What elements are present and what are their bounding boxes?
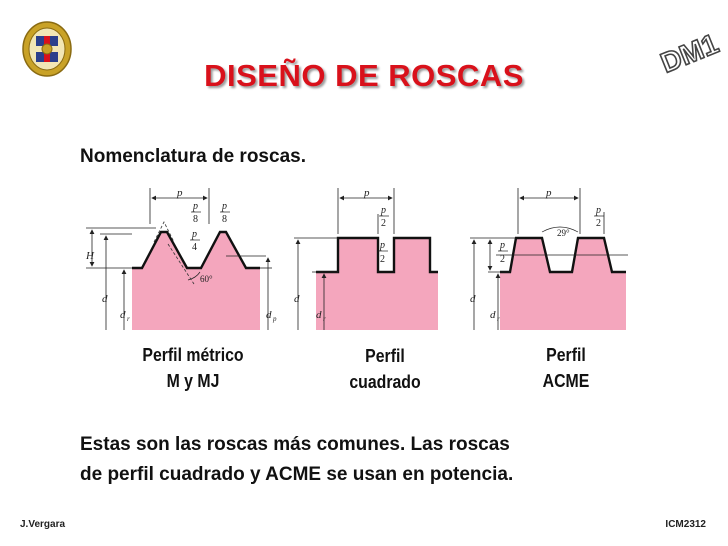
- metric-p8b-num: p: [192, 201, 198, 212]
- acme-pitch-label: p: [545, 187, 552, 199]
- metric-angle-label: 60°: [200, 274, 213, 284]
- metric-pitch-label: p: [176, 187, 183, 199]
- square-thread-outline: [316, 236, 438, 274]
- square-p2-den: 2: [381, 218, 386, 229]
- caption-square-line2: cuadrado: [349, 372, 421, 392]
- metric-thread-profile: p p 8 p 8 p 4 H d d r d p 60°: [85, 187, 277, 330]
- acme-thread-profile: p p 2 29° p 2 d d r: [470, 187, 628, 330]
- acme-dr-sub: r: [497, 315, 500, 323]
- metric-dr-sub: r: [127, 315, 130, 323]
- metric-p4-num: p: [191, 229, 197, 240]
- acme-dr-label: d: [490, 309, 496, 321]
- metric-p8b-den: 8: [193, 214, 198, 225]
- square-dr-sub: r: [323, 315, 326, 323]
- acme-depth-num: p: [499, 240, 505, 251]
- slide-subtitle: Nomenclatura de roscas.: [80, 146, 306, 167]
- slide-title: DISEÑO DE ROSCAS: [204, 58, 524, 93]
- caption-metric-line2: M y MJ: [166, 371, 220, 391]
- acme-depth-den: 2: [500, 254, 505, 265]
- acme-d-label: d: [470, 293, 476, 305]
- caption-square-line1: Perfil: [365, 346, 405, 366]
- footer-course-code: ICM2312: [665, 519, 706, 530]
- footer-author: J.Vergara: [20, 519, 66, 530]
- caption-acme-line1: Perfil: [546, 345, 586, 365]
- caption-acme: Perfil ACME: [506, 342, 626, 394]
- body-paragraph: Estas son las roscas más comunes. Las ro…: [80, 430, 680, 490]
- metric-thread-body: [132, 232, 260, 330]
- metric-dp-sub: p: [272, 315, 277, 323]
- metric-p4-den: 4: [192, 242, 197, 253]
- square-dr-label: d: [316, 309, 322, 321]
- body-line-2: de perfil cuadrado y ACME se usan en pot…: [80, 464, 514, 485]
- university-seal-logo: [22, 21, 72, 77]
- course-tag-dm1: DM1: [655, 27, 723, 79]
- square-thread-body: [316, 238, 438, 330]
- caption-acme-line2: ACME: [542, 371, 590, 391]
- acme-p2-den: 2: [596, 218, 601, 229]
- square-depth-den: 2: [380, 254, 385, 265]
- caption-square: Perfil cuadrado: [321, 343, 449, 395]
- thread-profiles-diagram: p p 8 p 8 p 4 H d d r d p 60°: [85, 187, 628, 330]
- acme-thread-body: [500, 238, 626, 330]
- body-line-1: Estas son las roscas más comunes. Las ro…: [80, 434, 510, 455]
- acme-p2-num: p: [595, 205, 601, 216]
- caption-metric-line1: Perfil métrico: [142, 345, 244, 365]
- metric-thread-outline: [132, 230, 260, 270]
- square-p2-num: p: [380, 205, 386, 216]
- metric-p8-den: 8: [222, 214, 227, 225]
- metric-p8-num: p: [221, 201, 227, 212]
- metric-dr-label: d: [120, 309, 126, 321]
- square-thread-profile: p p 2 p 2 d d r: [294, 187, 438, 330]
- caption-metric: Perfil métrico M y MJ: [122, 342, 265, 394]
- square-depth-num: p: [379, 240, 385, 251]
- square-d-label: d: [294, 293, 300, 305]
- metric-d-label: d: [102, 293, 108, 305]
- acme-angle-label: 29°: [557, 228, 570, 238]
- metric-dp-label: d: [266, 309, 272, 321]
- metric-H-label: H: [85, 250, 95, 262]
- square-pitch-label: p: [363, 187, 370, 199]
